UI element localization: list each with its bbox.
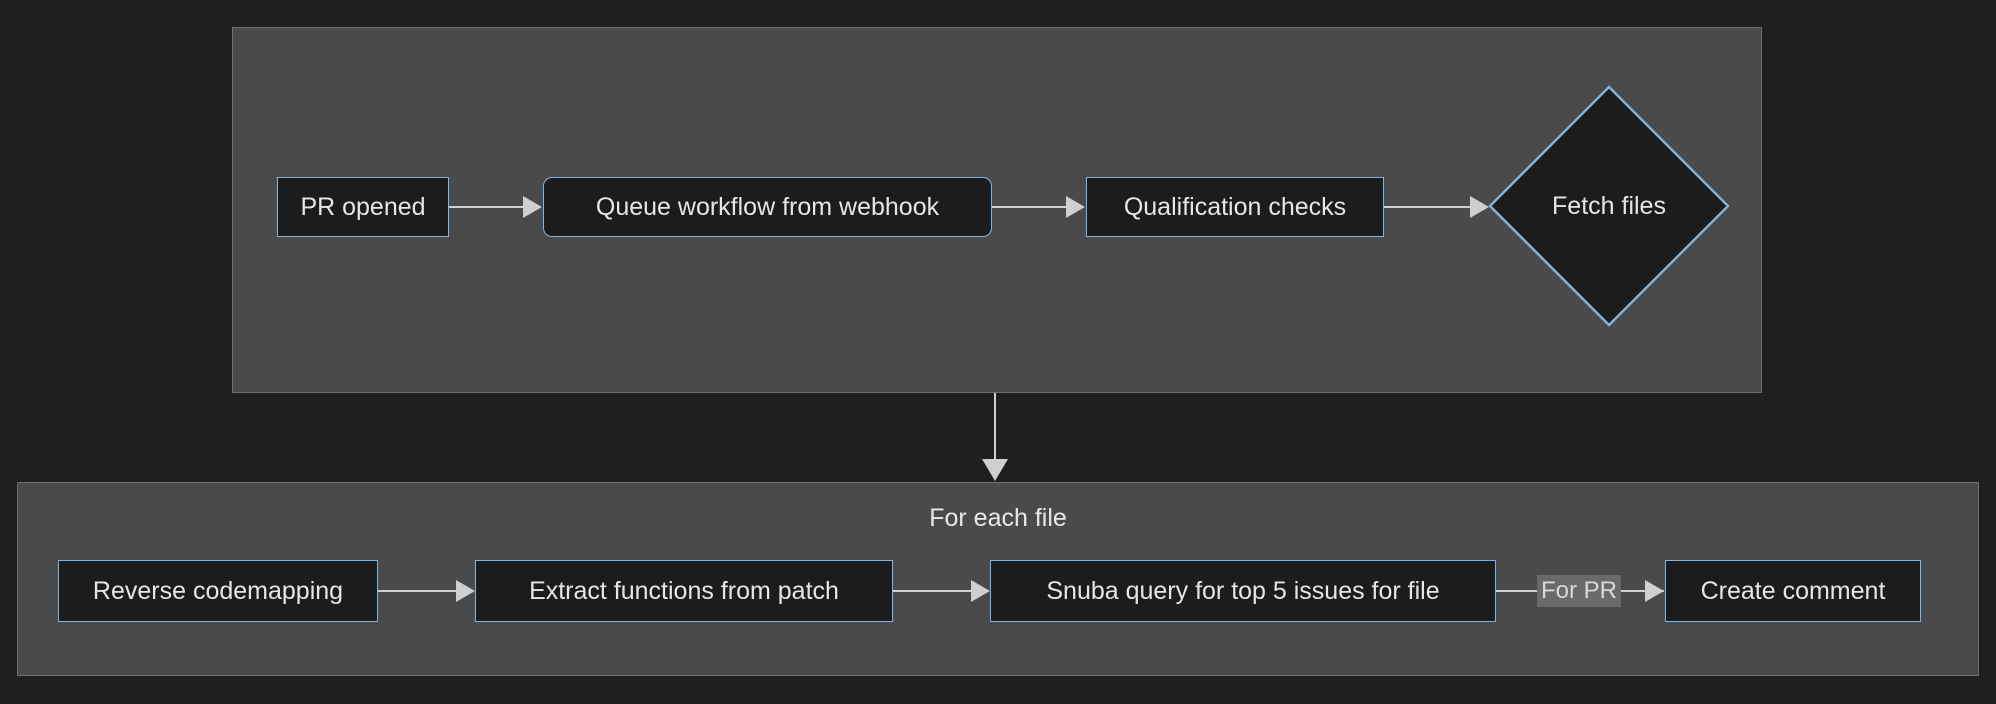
node-snuba-query[interactable]: Snuba query for top 5 issues for file bbox=[990, 560, 1496, 622]
edge-queue-workflow-to-qualification bbox=[992, 205, 1066, 209]
edge-qualification-to-fetch-files bbox=[1384, 205, 1470, 209]
edge-label-for-pr: For PR bbox=[1537, 575, 1622, 607]
arrowhead-qualification bbox=[1066, 196, 1085, 218]
node-reverse-codemapping[interactable]: Reverse codemapping bbox=[58, 560, 378, 622]
node-reverse-codemapping-label: Reverse codemapping bbox=[92, 576, 344, 605]
edge-fetch-files-to-reverse-codemapping bbox=[994, 393, 997, 459]
node-queue-workflow[interactable]: Queue workflow from webhook bbox=[543, 177, 992, 237]
node-fetch-files-label: Fetch files bbox=[1552, 191, 1666, 220]
edge-reverse-codemapping-to-extract-functions bbox=[378, 589, 456, 593]
node-fetch-files[interactable]: Fetch files bbox=[1488, 85, 1730, 327]
node-create-comment-label: Create comment bbox=[1700, 576, 1886, 605]
node-pr-opened-label: PR opened bbox=[300, 192, 426, 221]
diamond-shape-icon bbox=[1488, 85, 1730, 327]
node-snuba-query-label: Snuba query for top 5 issues for file bbox=[1046, 576, 1440, 605]
node-qualification-checks-label: Qualification checks bbox=[1123, 192, 1347, 221]
arrowhead-reverse-codemapping bbox=[982, 459, 1008, 481]
arrowhead-snuba-query bbox=[971, 580, 990, 602]
edge-extract-functions-to-snuba-query bbox=[893, 589, 971, 593]
node-create-comment[interactable]: Create comment bbox=[1665, 560, 1921, 622]
arrowhead-create-comment bbox=[1645, 580, 1664, 602]
node-extract-functions[interactable]: Extract functions from patch bbox=[475, 560, 893, 622]
arrowhead-fetch-files bbox=[1470, 196, 1489, 218]
edge-pr-opened-to-queue-workflow bbox=[449, 205, 523, 209]
node-qualification-checks[interactable]: Qualification checks bbox=[1086, 177, 1384, 237]
node-queue-workflow-label: Queue workflow from webhook bbox=[595, 192, 940, 221]
subgraph-bottom-title: For each file bbox=[929, 504, 1067, 532]
arrowhead-queue-workflow bbox=[523, 196, 542, 218]
node-pr-opened[interactable]: PR opened bbox=[277, 177, 449, 237]
node-extract-functions-label: Extract functions from patch bbox=[529, 576, 839, 605]
arrowhead-extract-functions bbox=[456, 580, 475, 602]
